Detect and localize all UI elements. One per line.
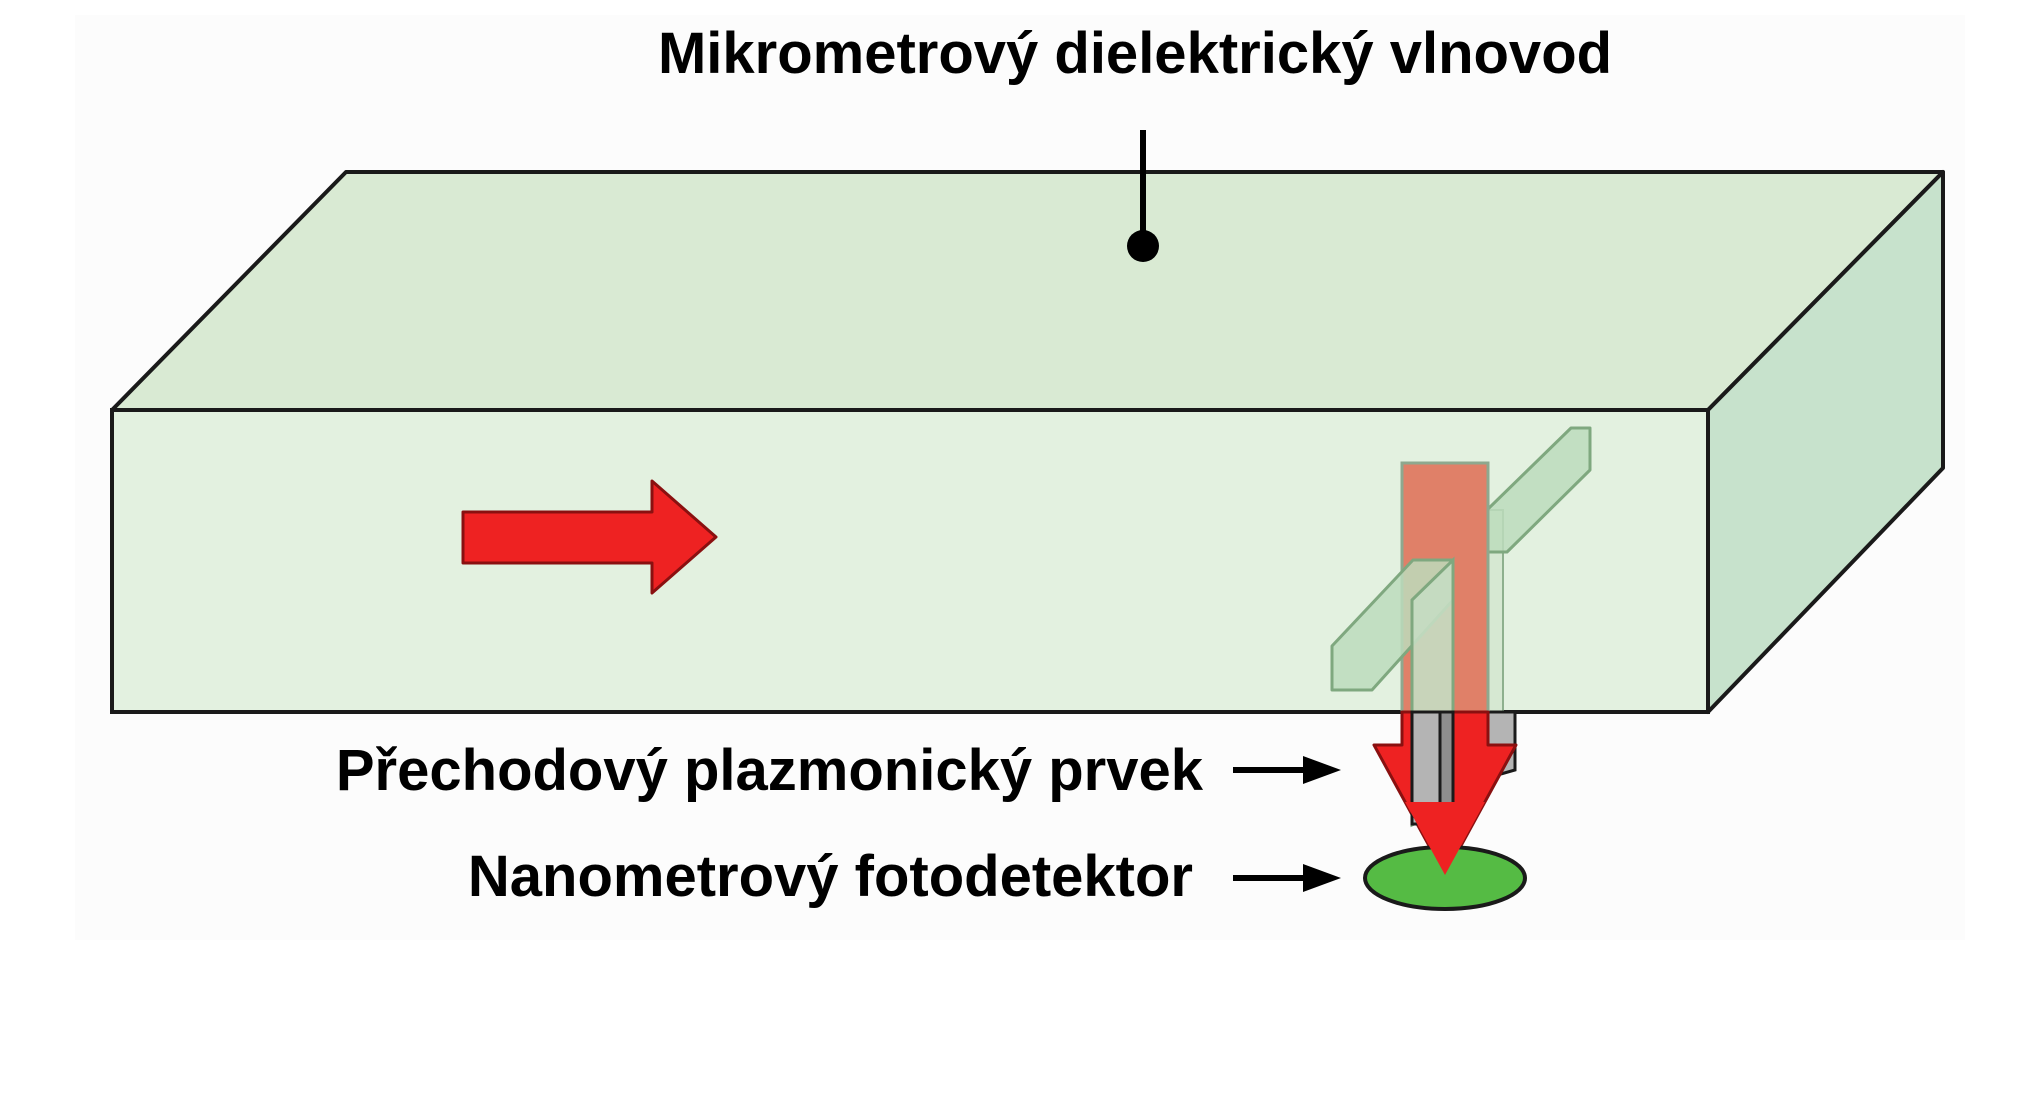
plasmonic-output-arrow-tip [1405,802,1485,875]
waveguide-pointer [1127,130,1159,262]
photodetector-pointer-head [1303,864,1341,892]
waveguide-top-face [110,170,1945,412]
plasmonic-element-pointer [1233,756,1341,784]
waveguide-pointer-dot [1127,230,1159,262]
dielectric-waveguide [110,170,1945,714]
photodetector-pointer [1233,864,1341,892]
plasmonic-element-pointer-head [1303,756,1341,784]
photodetector-label: Nanometrový fotodetektor [468,844,1193,909]
plasmonic-element-label: Přechodový plazmonický prvek [336,738,1204,803]
light-direction-arrow [461,479,718,595]
waveguide-label: Mikrometrový dielektrický vlnovod [658,21,1612,86]
plasmonic-transition-element [1330,426,1592,877]
